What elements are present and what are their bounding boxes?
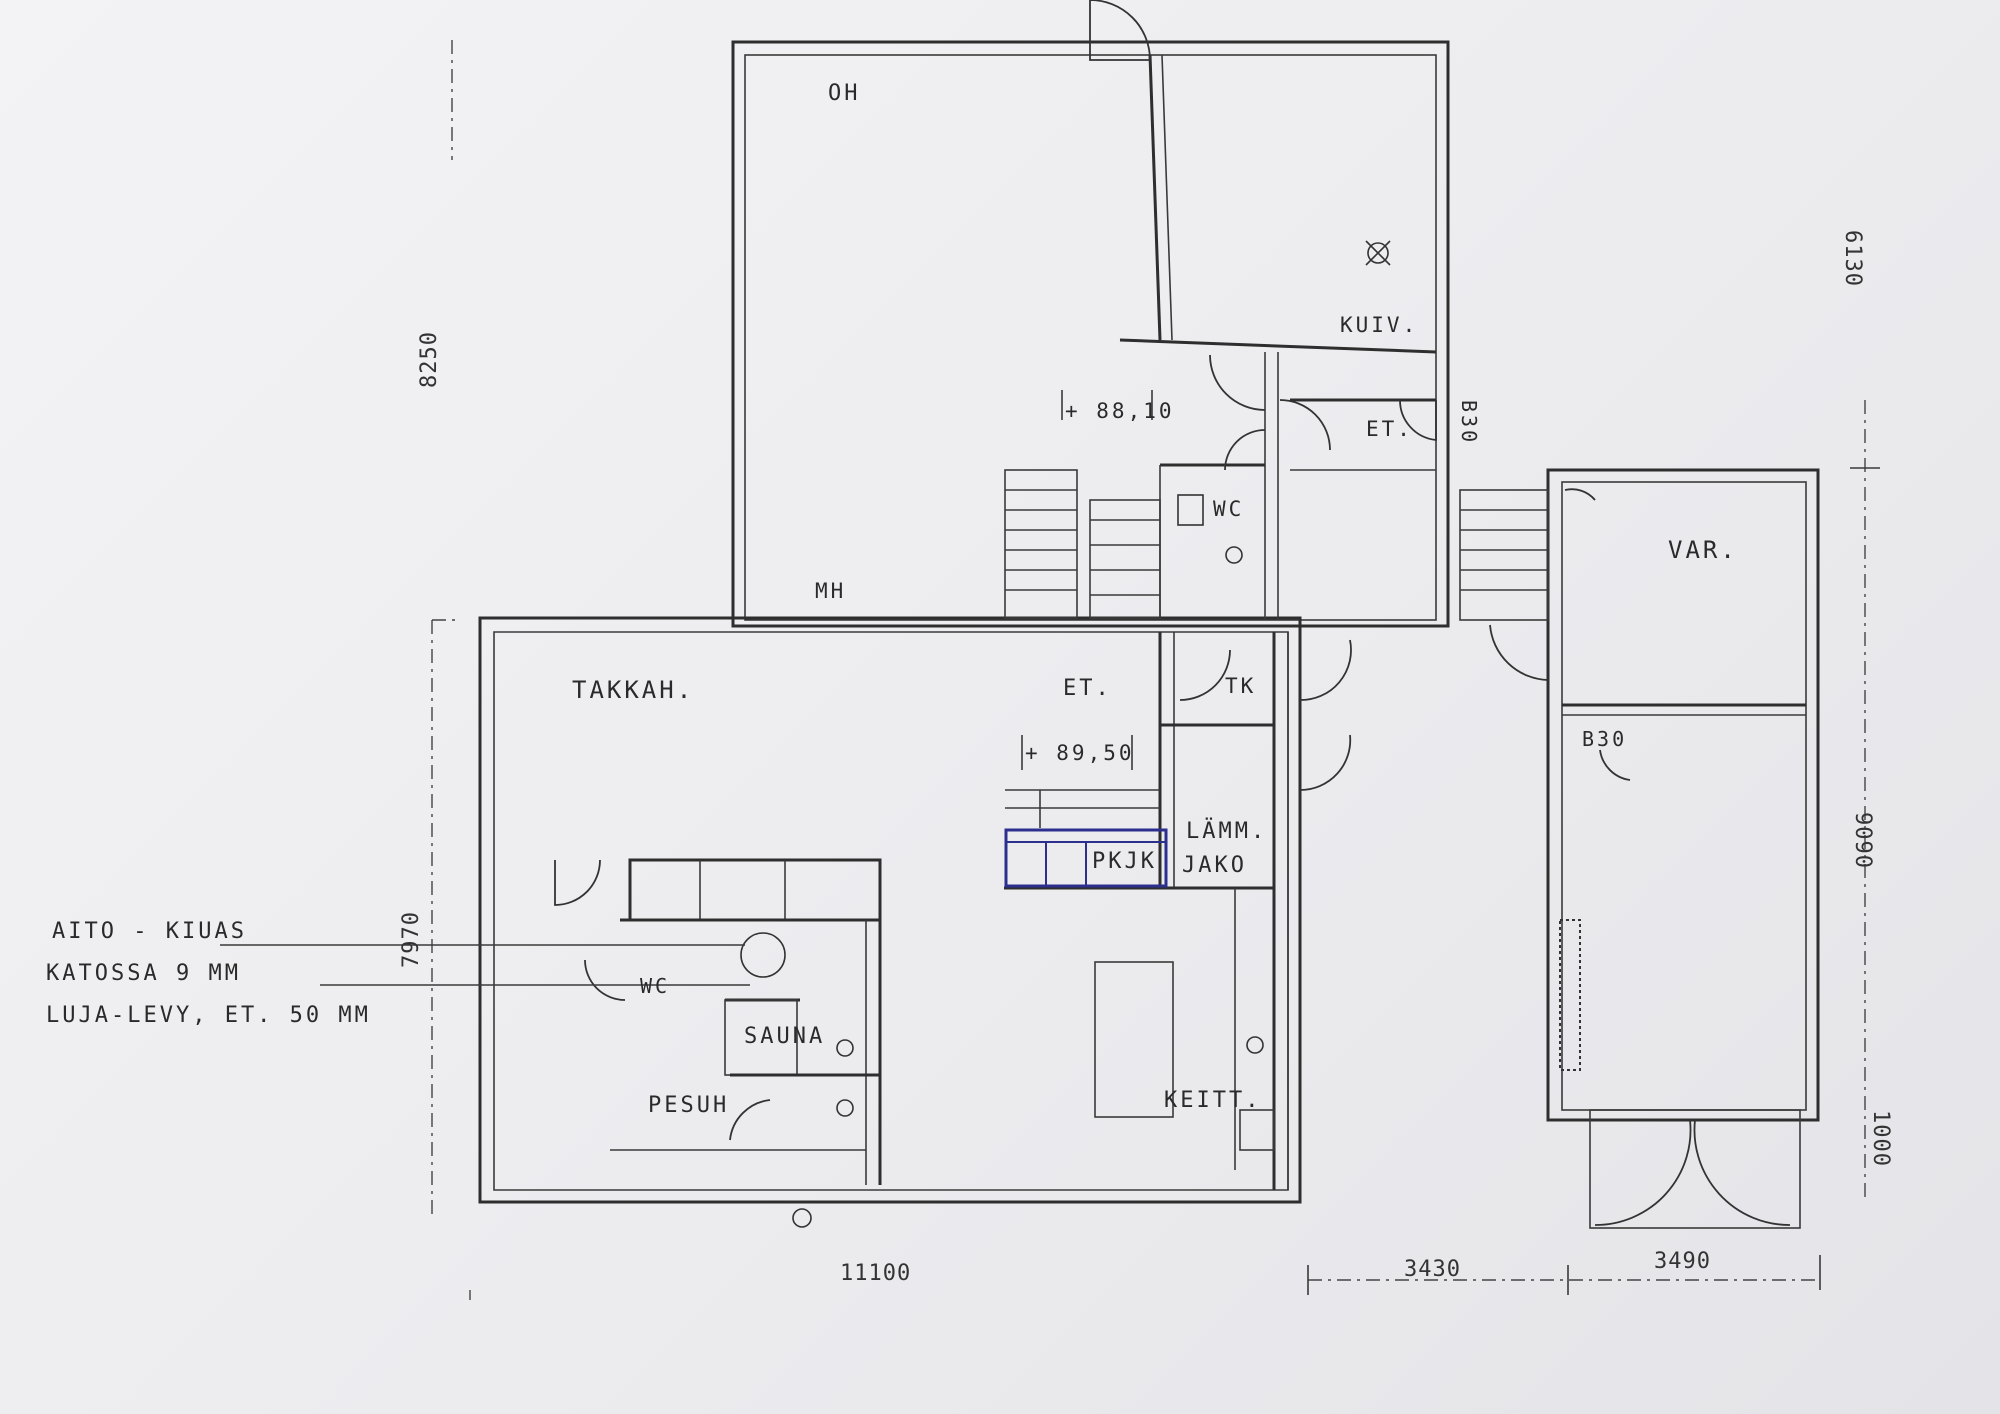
- room-label-pesuh: PESUH: [648, 1093, 729, 1118]
- door-tk-right: [1299, 639, 1352, 701]
- note-line-3: LUJA-LEVY, ET. 50 MM: [46, 1003, 371, 1028]
- level-markers: + 88,10 + 89,50: [1021, 390, 1175, 770]
- wc-toilet-fixture: [740, 932, 786, 978]
- wc-upper-sink: [1177, 494, 1204, 526]
- room-label-var: VAR.: [1668, 536, 1738, 564]
- door-entry-left: [554, 859, 601, 906]
- kuiv-fixture: [1367, 242, 1389, 264]
- room-label-et-main: ET.: [1063, 676, 1112, 701]
- kitchen-island: [1094, 961, 1174, 1118]
- kitchen-stove: [1239, 1109, 1275, 1151]
- door-b30-upper: [1399, 399, 1437, 441]
- dim-bottom-right: 3490: [1654, 1249, 1711, 1274]
- door-pesuh: [729, 1099, 771, 1141]
- wall-oh-kuiv: [1148, 54, 1162, 341]
- main-block-outer-wall: [478, 616, 1302, 1204]
- keitt-sink-fixture: [1246, 1036, 1264, 1054]
- hatched-wall: [1559, 919, 1581, 1071]
- sauna-heater-fixture: [836, 1039, 854, 1057]
- level-main: + 89,50: [1025, 741, 1135, 765]
- door-b30-lower: [1599, 749, 1631, 781]
- dim-left-upper: 8250: [417, 331, 442, 388]
- var-block-inner-wall: [1561, 481, 1807, 1111]
- door-wc-lower: [584, 959, 626, 1001]
- room-label-jako: JAKO: [1182, 853, 1247, 878]
- dimension-texts: 8250 7970 11100 3430 3490 6130 9090 1000: [399, 230, 1893, 1286]
- stairs-left: [1004, 469, 1078, 619]
- dimension-lines: [220, 40, 1880, 1300]
- room-label-sauna: SAUNA: [744, 1024, 825, 1049]
- drain-bottom-fixture: [792, 1208, 812, 1228]
- room-label-mh: MH: [815, 579, 846, 603]
- dim-bottom-mid: 3430: [1404, 1257, 1461, 1282]
- sauna-top-cabinets: [628, 858, 882, 922]
- double-door-frame: [1589, 1109, 1801, 1229]
- wall-kuiv-bottom: [1119, 338, 1437, 354]
- door-carport-left: [1594, 1119, 1692, 1226]
- var-block-outer-wall: [1546, 468, 1820, 1122]
- fixtures: [740, 240, 1391, 1228]
- note-line-2: KATOSSA 9 MM: [46, 961, 241, 986]
- interior-walls: [610, 54, 1806, 1229]
- door-wc-upper: [1224, 429, 1266, 471]
- dim-right-upper: 6130: [1840, 230, 1865, 287]
- note-line-1: AITO - KIUAS: [52, 919, 247, 944]
- stairs-mid: [1089, 499, 1161, 619]
- dim-right-lower: 1000: [1868, 1110, 1893, 1167]
- room-label-b30-upper: B30: [1457, 400, 1481, 445]
- pesuh-fixture: [836, 1099, 854, 1117]
- room-label-b30-lower: B30: [1582, 727, 1627, 751]
- dim-bottom-total: 11100: [840, 1261, 911, 1286]
- door-var-top: [1564, 488, 1596, 501]
- stairs-right: [1459, 489, 1549, 621]
- room-label-keitt: KEITT.: [1164, 1088, 1261, 1113]
- level-upper: + 88,10: [1065, 399, 1175, 423]
- room-label-takkah: TAKKAH.: [572, 676, 694, 704]
- door-swings: [554, 0, 1791, 1226]
- room-labels: OH KUIV. ET. B30 WC MH VAR. TAKKAH. ET. …: [572, 81, 1738, 1118]
- room-label-kuiv: KUIV.: [1340, 313, 1418, 337]
- door-var-left: [1489, 624, 1549, 681]
- stairs-main: [1005, 789, 1160, 828]
- room-label-tk: TK: [1225, 674, 1256, 698]
- level-bracket-upper: [1061, 390, 1153, 420]
- outer-walls: [478, 40, 1820, 1204]
- door-tk-left: [1179, 649, 1231, 701]
- room-label-lamm: LÄMM.: [1186, 818, 1267, 844]
- room-label-wc-upper: WC: [1213, 497, 1244, 521]
- notes: AITO - KIUAS KATOSSA 9 MM LUJA-LEVY, ET.…: [46, 919, 371, 1028]
- dim-right-mid: 9090: [1850, 812, 1875, 869]
- room-label-wc-lower: WC: [640, 974, 670, 998]
- room-label-oh: OH: [828, 81, 861, 106]
- dim-left-lower: 7970: [399, 911, 424, 968]
- wc-upper-fixture: [1225, 546, 1243, 564]
- wall-oh-kuiv-inner: [1161, 54, 1173, 341]
- door-et-upper: [1279, 399, 1331, 451]
- door-oh-top: [1089, 0, 1151, 61]
- level-bracket-main: [1021, 735, 1133, 770]
- room-label-et-upper: ET.: [1366, 417, 1413, 441]
- door-kuiv: [1209, 354, 1266, 411]
- door-lamm: [1299, 734, 1352, 791]
- room-label-pkjk: PKJK: [1092, 849, 1157, 874]
- door-carport-right: [1693, 1119, 1791, 1226]
